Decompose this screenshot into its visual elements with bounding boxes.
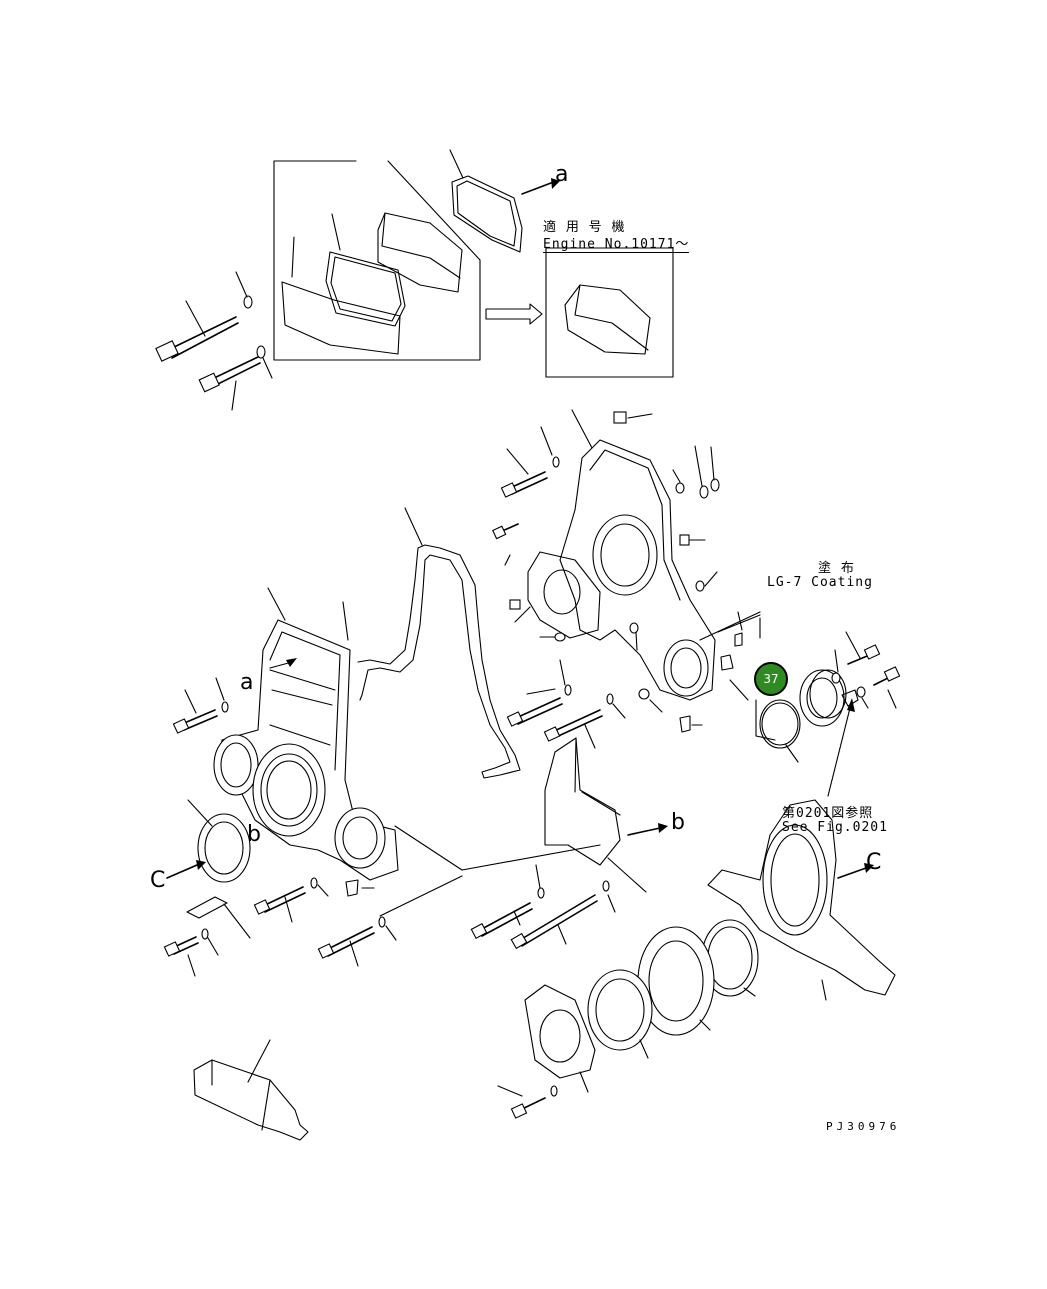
reference-letter-c-right: C: [866, 850, 882, 875]
coating-label: LG-7 Coating: [767, 575, 873, 590]
see-figure-label-jp: 第0201図参照: [782, 806, 874, 821]
coating-label-jp: 塗 布: [818, 561, 855, 576]
seal-group: [755, 631, 901, 797]
part-callout-37[interactable]: 37: [754, 662, 788, 696]
applicable-serial-label-jp: 適 用 号 機: [543, 220, 626, 235]
alignment-tool: [193, 1039, 309, 1141]
flywheel-housing-parts: [497, 799, 896, 1119]
front-cover-gasket: [357, 507, 521, 779]
reference-letter-a-left: a: [240, 670, 254, 695]
reference-letter-c-left: C: [150, 868, 166, 893]
top-cover-detail: [155, 149, 674, 411]
center-bracket: [461, 737, 668, 950]
see-figure-label: See Fig.0201: [782, 820, 888, 835]
reference-letter-a-top: a: [555, 162, 569, 187]
engine-serial-label: Engine No.10171～: [543, 233, 690, 253]
reference-letter-b-left: b: [247, 822, 261, 847]
drawing-number: PJ30976: [826, 1120, 901, 1133]
left-front-cover: [163, 587, 463, 977]
timing-gear-case: [492, 409, 761, 749]
reference-letter-b-mid: b: [671, 810, 685, 835]
